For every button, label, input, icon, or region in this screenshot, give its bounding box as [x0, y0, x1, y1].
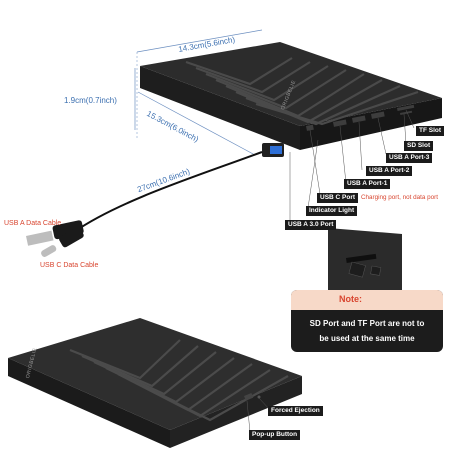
card-inset	[328, 228, 402, 296]
note-text: SD Port and TF Port are not to be used a…	[295, 316, 439, 346]
height-label: 1.9cm(0.7inch)	[64, 96, 117, 105]
cable-connectors	[25, 220, 84, 257]
charging-note: Charging port, not data port	[361, 194, 439, 201]
note-line-1: SD Port and TF Port are not to	[309, 319, 425, 328]
usb-c-cable-label: USB C Data Cable	[40, 262, 99, 269]
usb-a-port-1	[333, 119, 347, 127]
usb-a-cable-label: USB A Data Cable	[4, 220, 62, 227]
note-line-2: be used at the same time	[319, 334, 415, 343]
cable	[73, 151, 263, 233]
forced-ejection-label: Forced Ejection	[268, 406, 323, 416]
bottom-device-ridges	[69, 339, 289, 422]
usb-a-plug-metal	[25, 230, 54, 246]
bottom-device-front-face	[170, 376, 302, 448]
usb-a-port-3	[371, 111, 385, 119]
top-device-side-face	[140, 66, 300, 150]
sd-slot	[397, 104, 415, 111]
usb-c-port	[306, 124, 314, 131]
top-device	[140, 42, 442, 150]
card-inset-bg	[328, 228, 402, 296]
card-inset-sd	[348, 261, 366, 278]
card-inset-slot	[346, 253, 377, 263]
top-device-ridges	[185, 57, 419, 126]
usb-c-plug-body	[59, 227, 84, 248]
usb-a-3-port-label: USB A 3.0 Port	[285, 220, 337, 230]
note-header	[291, 290, 443, 310]
forced-ejection-hole	[257, 395, 261, 399]
usb-a-port-2	[352, 115, 366, 123]
bottom-device-top-face	[8, 318, 302, 430]
popup-button-label: Pop-up Button	[249, 430, 301, 440]
bottom-device	[8, 318, 302, 448]
tf-slot	[399, 110, 413, 115]
usb-a-port-3-label: USB A Port-3	[386, 153, 433, 163]
top-device-top-face	[140, 42, 442, 126]
label-leaders	[289, 109, 415, 222]
bottom-device-left-face	[8, 358, 170, 448]
popup-button	[243, 393, 254, 401]
usb-a-port-1-label: USB A Port-1	[344, 179, 391, 189]
depth-dim-line	[137, 91, 256, 156]
usb-c-plug-metal	[41, 245, 57, 257]
usb3-blue-insert	[270, 146, 282, 154]
card-inset-tf	[370, 265, 382, 276]
note-title: Note:	[339, 294, 362, 304]
indicator-light-label: Indicator Light	[306, 206, 358, 216]
usb-c-port-label: USB C Port	[317, 193, 359, 203]
usb-a-port-2-label: USB A Port-2	[366, 166, 413, 176]
tf-slot-label: TF Slot	[416, 126, 445, 136]
width-dim-line	[136, 29, 263, 53]
sd-slot-label: SD Slot	[404, 141, 434, 151]
